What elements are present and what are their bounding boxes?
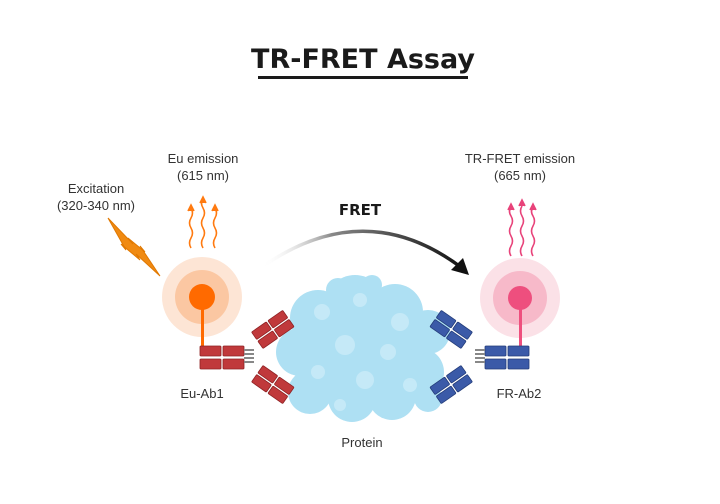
eu-emission-label: Eu emission [168,151,239,166]
protein-label: Protein [341,435,382,450]
fr-acceptor-icon [508,286,532,310]
tr-fret-emission-label: TR-FRET emission [465,151,575,166]
tr-fret-emission-wave-icon [507,198,537,257]
eu-donor-icon [189,284,215,310]
excitation-label: Excitation [68,181,124,196]
protein-texture [311,293,417,411]
fr-linker [519,308,522,350]
tr-fret-emission-wavelength-label: (665 nm) [494,168,546,183]
fret-label: FRET [339,201,382,219]
eu-emission-wavelength-label: (615 nm) [177,168,229,183]
fret-arrow [260,229,464,270]
fr-ab2-label: FR-Ab2 [497,386,542,401]
diagram-title: TR-FRET Assay [251,44,475,75]
eu-ab1-antibody-icon [199,310,295,404]
eu-linker [201,308,204,350]
excitation-wavelength-label: (320-340 nm) [57,198,135,213]
eu-emission-wave-icon [187,195,219,249]
fret-arrowhead-icon [451,258,469,275]
title-underline [258,76,468,79]
eu-ab1-label: Eu-Ab1 [180,386,223,401]
excitation-lightning-icon [107,217,161,277]
fr-ab2-antibody-icon [429,310,530,404]
